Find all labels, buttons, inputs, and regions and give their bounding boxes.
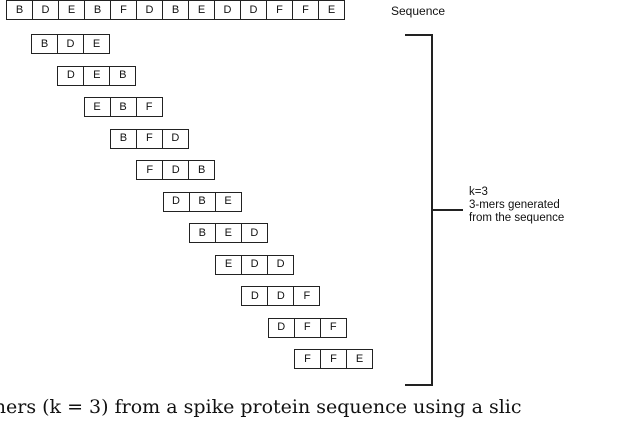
figure-caption: mers (k = 3) from a spike protein sequen… bbox=[0, 396, 622, 418]
kmer-cell: F bbox=[293, 286, 321, 306]
kmer-cell: D bbox=[57, 34, 84, 54]
sequence-cell: D bbox=[214, 0, 241, 20]
kmer-cell: D bbox=[267, 254, 295, 275]
sequence-cell: E bbox=[318, 0, 345, 20]
kmer-cell: E bbox=[215, 254, 243, 275]
kmer-cell: E bbox=[214, 223, 242, 243]
kmer-cell: F bbox=[319, 317, 347, 338]
annotation-desc-2: from the sequence bbox=[469, 212, 565, 224]
kmer-cell: B bbox=[188, 160, 216, 180]
sequence-cell: F bbox=[266, 0, 293, 20]
kmer-cell: B bbox=[188, 223, 216, 243]
sequence-cell: B bbox=[6, 0, 33, 20]
kmer-cell: D bbox=[267, 286, 295, 306]
annotation-desc-1: 3-mers generated bbox=[469, 199, 560, 211]
bracket-tick bbox=[433, 209, 463, 211]
kmer-cell: D bbox=[241, 254, 269, 275]
kmer-cell: D bbox=[240, 223, 268, 243]
kmer-cell: B bbox=[31, 34, 58, 54]
kmer-cell: D bbox=[57, 65, 85, 86]
sequence-label: Sequence bbox=[391, 4, 446, 18]
kmer-cell: E bbox=[214, 191, 242, 212]
kmer-cell: D bbox=[161, 128, 189, 149]
kmer-cell: F bbox=[135, 128, 163, 149]
kmer-cell: F bbox=[320, 349, 347, 369]
annotation-k: k=3 bbox=[469, 186, 488, 198]
sequence-cell: D bbox=[32, 0, 59, 20]
kmer-cell: D bbox=[267, 317, 295, 338]
kmer-cell: E bbox=[83, 65, 111, 86]
sequence-cell: D bbox=[240, 0, 267, 20]
annotation: k=3 3-mers generated from the sequence bbox=[469, 186, 564, 225]
kmer-cell: D bbox=[241, 286, 269, 306]
kmer-cell: D bbox=[162, 191, 190, 212]
kmer-cell: F bbox=[135, 97, 163, 117]
kmer-cell: B bbox=[188, 191, 216, 212]
sequence-cell: D bbox=[136, 0, 163, 20]
sequence-cell: B bbox=[162, 0, 189, 20]
kmer-cell: F bbox=[136, 160, 164, 180]
bracket bbox=[405, 34, 433, 386]
kmer-cell: B bbox=[109, 128, 137, 149]
kmer-cell: F bbox=[294, 349, 321, 369]
sequence-cell: F bbox=[292, 0, 319, 20]
kmer-cell: B bbox=[109, 65, 137, 86]
kmer-cell: E bbox=[346, 349, 373, 369]
kmer-cell: E bbox=[83, 97, 111, 117]
sequence-cell: E bbox=[58, 0, 85, 20]
caption-text: mers (k = 3) from a spike protein sequen… bbox=[0, 396, 522, 418]
kmer-cell: F bbox=[293, 317, 321, 338]
sequence-cell: B bbox=[84, 0, 111, 20]
kmer-cell: B bbox=[109, 97, 137, 117]
kmer-cell: E bbox=[83, 34, 110, 54]
kmer-cell: D bbox=[162, 160, 190, 180]
sequence-cell: F bbox=[110, 0, 137, 20]
sequence-cell: E bbox=[188, 0, 215, 20]
